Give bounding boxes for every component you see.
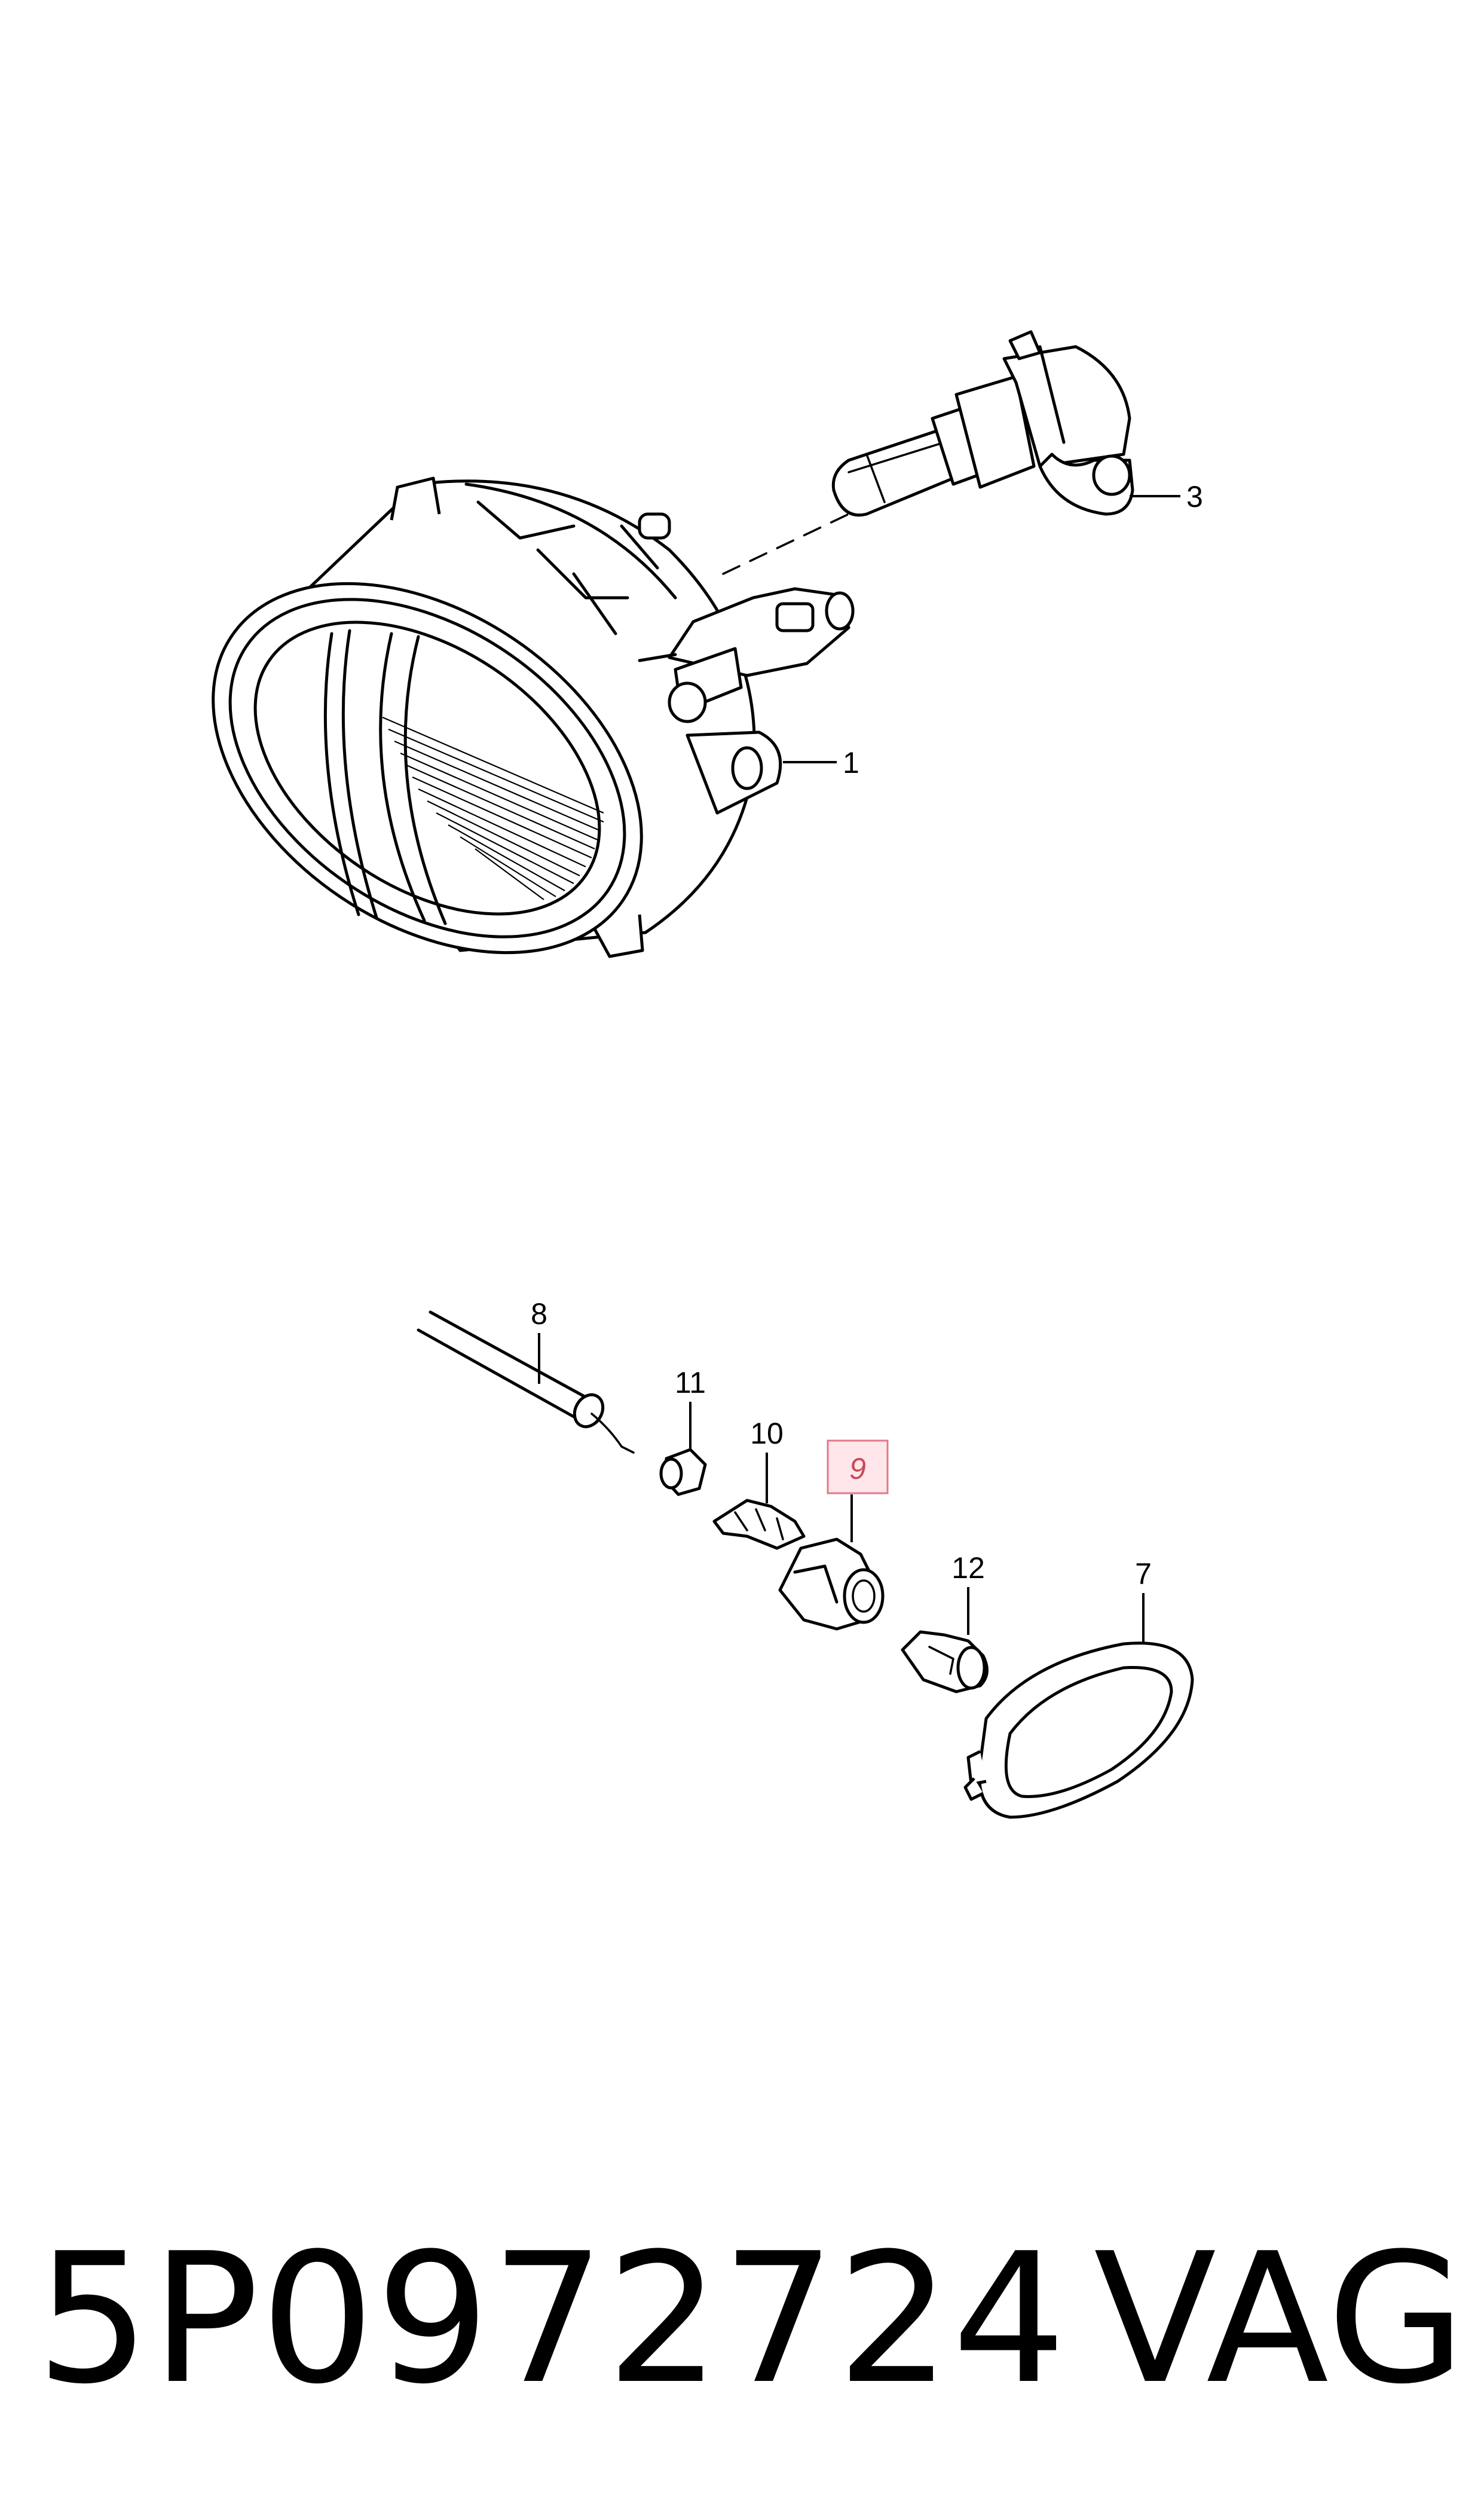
lamp-bulb-socket (638, 587, 855, 723)
wiring-cable (417, 1310, 635, 1454)
callout-9-highlight (827, 1439, 889, 1494)
callout-1: 1 (843, 746, 859, 779)
halogen-bulb (831, 330, 1134, 517)
callout-7: 7 (1135, 1557, 1152, 1591)
callout-12: 12 (951, 1551, 985, 1585)
wedge-bulb (901, 1630, 989, 1693)
side-marker-lamp (963, 1641, 1194, 1819)
assembly-dashed-line (722, 513, 850, 575)
callout-8: 8 (531, 1297, 547, 1331)
contact-strip (712, 1499, 806, 1550)
callout-10: 10 (750, 1417, 784, 1450)
grommet (659, 1448, 707, 1496)
bulb-holder (778, 1537, 885, 1631)
reflector-hatching (382, 716, 604, 900)
callout-3: 3 (1186, 480, 1203, 513)
part-number: 5P0972724 (36, 2215, 1067, 2423)
callout-9: 9 (849, 1452, 866, 1485)
callout-11: 11 (675, 1366, 706, 1399)
fog-lamp-housing (212, 476, 782, 958)
brand-name: VAG (1094, 2215, 1467, 2423)
